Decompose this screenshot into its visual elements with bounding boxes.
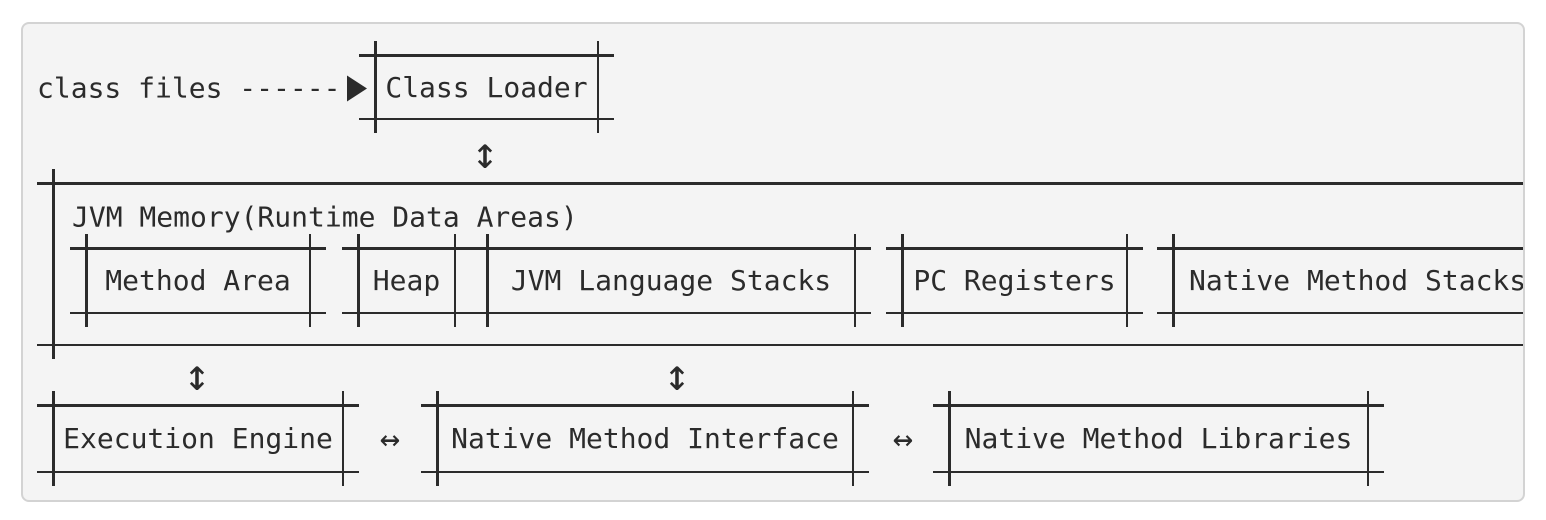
box-border bbox=[933, 404, 1384, 407]
box-border bbox=[948, 391, 951, 486]
box-border bbox=[471, 311, 871, 314]
box-border bbox=[886, 247, 1143, 250]
class-files-label: class files ------ bbox=[37, 71, 341, 105]
box-border bbox=[37, 343, 1523, 346]
box-border bbox=[596, 41, 599, 133]
right-filled-triangle-icon bbox=[347, 75, 368, 101]
native-method-libraries-box: Native Method Libraries bbox=[933, 391, 1384, 486]
native-method-stacks-box: Native Method Stacks bbox=[1157, 234, 1525, 327]
box-border bbox=[308, 234, 311, 327]
pc-registers-box: PC Registers bbox=[886, 234, 1143, 327]
box-border bbox=[1157, 247, 1523, 250]
jvm-language-stacks-box: JVM Language Stacks bbox=[471, 234, 871, 327]
vertical-double-arrow-icon: ↕ bbox=[663, 350, 691, 401]
box-border bbox=[37, 404, 359, 407]
box-border bbox=[342, 247, 471, 250]
native-method-interface-label: Native Method Interface bbox=[451, 422, 839, 455]
box-border bbox=[1157, 311, 1523, 314]
box-border bbox=[357, 234, 360, 327]
box-border bbox=[1366, 391, 1369, 486]
box-border bbox=[70, 311, 326, 314]
box-border bbox=[359, 54, 614, 57]
box-border bbox=[851, 391, 854, 486]
box-border bbox=[374, 41, 377, 133]
native-method-libraries-label: Native Method Libraries bbox=[964, 422, 1353, 455]
jvm-memory-title: JVM Memory(Runtime Data Areas) bbox=[72, 200, 578, 234]
heap-box: Heap bbox=[342, 234, 471, 327]
vertical-double-arrow-icon: ↕ bbox=[183, 350, 211, 401]
native-method-stacks-label: Native Method Stacks bbox=[1189, 264, 1525, 297]
jvm-memory-box: JVM Memory(Runtime Data Areas) bbox=[37, 169, 1523, 359]
heap-label: Heap bbox=[372, 264, 441, 297]
box-border bbox=[486, 234, 489, 327]
box-border bbox=[933, 470, 1384, 473]
box-border bbox=[853, 234, 856, 327]
box-border bbox=[453, 234, 456, 327]
box-border bbox=[37, 182, 1523, 185]
method-area-label: Method Area bbox=[105, 264, 291, 297]
native-method-interface-box: Native Method Interface bbox=[421, 391, 869, 486]
class-loader-box: Class Loader bbox=[359, 41, 614, 133]
pc-registers-label: PC Registers bbox=[913, 264, 1116, 297]
box-border bbox=[471, 247, 871, 250]
method-area-box: Method Area bbox=[70, 234, 326, 327]
box-border bbox=[1125, 234, 1128, 327]
box-border bbox=[886, 311, 1143, 314]
box-border bbox=[359, 117, 614, 120]
box-border bbox=[52, 391, 55, 486]
class-loader-label: Class Loader bbox=[385, 70, 588, 104]
horizontal-double-arrow-icon: ↔ bbox=[892, 419, 914, 459]
box-border bbox=[901, 234, 904, 327]
execution-engine-box: Execution Engine bbox=[37, 391, 359, 486]
box-border bbox=[52, 169, 55, 359]
horizontal-double-arrow-icon: ↔ bbox=[379, 419, 401, 459]
box-border bbox=[342, 311, 471, 314]
box-border bbox=[1172, 234, 1175, 327]
jvm-language-stacks-label: JVM Language Stacks bbox=[510, 264, 832, 297]
box-border bbox=[421, 470, 869, 473]
vertical-double-arrow-icon: ↕ bbox=[471, 128, 499, 179]
box-border bbox=[436, 391, 439, 486]
diagram-panel: class files ------ Class Loader ↕ JVM Me… bbox=[21, 22, 1525, 502]
box-border bbox=[85, 234, 88, 327]
box-border bbox=[37, 470, 359, 473]
execution-engine-label: Execution Engine bbox=[63, 422, 333, 455]
box-border bbox=[341, 391, 344, 486]
box-border bbox=[421, 404, 869, 407]
class-files-source: class files ------ bbox=[37, 71, 368, 105]
box-border bbox=[70, 247, 326, 250]
